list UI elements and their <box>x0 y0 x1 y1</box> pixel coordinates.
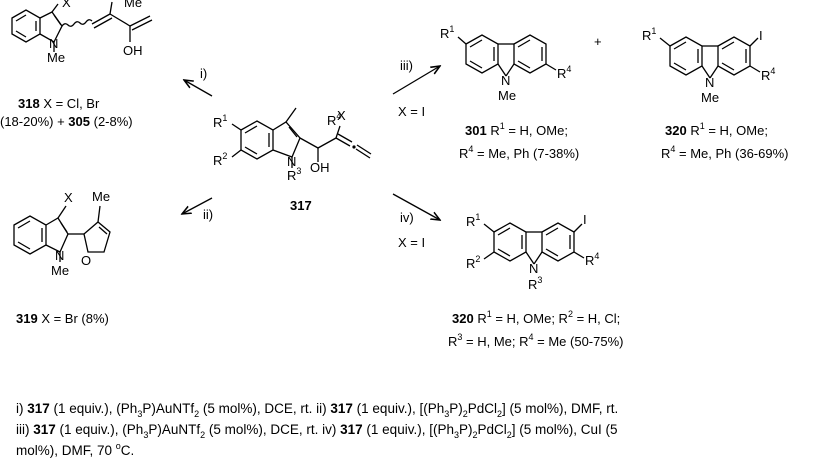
structure-317 <box>231 107 372 168</box>
atom-n: N <box>49 36 58 51</box>
atom-n: N <box>705 75 714 90</box>
arrow-iii <box>392 66 440 95</box>
conditions-line-2: iii) 317 (1 equiv.), (Ph3P)AuNTf2 (5 mol… <box>16 422 618 440</box>
label-319: 319 X = Br (8%) <box>16 311 109 326</box>
atom-n: N <box>55 248 64 263</box>
atom-me: Me <box>498 88 516 103</box>
atom-o: O <box>81 253 91 268</box>
atom-x: X <box>64 190 73 205</box>
atom-r3: R3 <box>528 275 542 292</box>
arrow-label-i: i) <box>200 66 207 81</box>
atom-r4: R4 <box>761 66 775 83</box>
atom-i: I <box>759 28 763 43</box>
label-317: 317 <box>290 198 312 213</box>
atom-r2: R2 <box>213 151 227 168</box>
label-318: 318 X = Cl, Br <box>18 96 100 111</box>
label-320-bottom-line2: R3 = H, Me; R4 = Me (50-75%) <box>448 332 623 349</box>
label-320-top-r4: R4 = Me, Ph (36-69%) <box>661 144 788 161</box>
atom-oh: OH <box>310 160 330 175</box>
atom-r4: R4 <box>327 111 341 128</box>
atom-r1: R1 <box>440 24 454 41</box>
structure-319 <box>13 205 111 262</box>
atom-i: I <box>583 212 587 227</box>
atom-r1: R1 <box>213 113 227 130</box>
structure-320-iodo <box>659 36 761 79</box>
atom-oh: OH <box>123 43 143 58</box>
label-320-top: 320 R1 = H, OMe; <box>665 121 768 138</box>
label-301-r4: R4 = Me, Ph (7-38%) <box>459 144 579 161</box>
label-320-bottom: 320 R1 = H, OMe; R2 = H, Cl; <box>452 309 620 326</box>
arrow-cond-iv: X = I <box>398 235 425 250</box>
atom-r4: R4 <box>585 251 599 268</box>
atom-r2: R2 <box>466 254 480 271</box>
conditions-line-3: mol%), DMF, 70 oC. <box>16 441 134 458</box>
arrow-iv <box>392 193 440 220</box>
label-318-yield: (18-20%) + 305 (2-8%) <box>0 114 133 129</box>
atom-me: Me <box>92 189 110 204</box>
atom-n: N <box>501 73 510 88</box>
structure-301 <box>457 34 557 77</box>
arrow-label-iv: iv) <box>400 210 414 225</box>
structure-318 <box>11 1 153 52</box>
atom-me: Me <box>51 263 69 278</box>
arrow-ii <box>182 197 213 214</box>
arrow-cond-iii: X = I <box>398 104 425 119</box>
plus-sign: + <box>594 34 602 49</box>
arrow-i <box>184 80 213 97</box>
atom-n: N <box>287 154 296 169</box>
atom-r3: R3 <box>287 166 301 183</box>
atom-x: X <box>62 0 71 10</box>
arrow-label-ii: ii) <box>203 207 213 222</box>
structure-320-nh <box>483 222 585 265</box>
conditions-line-1: i) 317 (1 equiv.), (Ph3P)AuNTf2 (5 mol%)… <box>16 401 618 419</box>
atom-me: Me <box>47 50 65 65</box>
label-301: 301 R1 = H, OMe; <box>465 121 568 138</box>
atom-r4: R4 <box>557 64 571 81</box>
atom-me: Me <box>124 0 142 10</box>
atom-x: X <box>337 108 346 123</box>
arrow-label-iii: iii) <box>400 58 413 73</box>
atom-r1: R1 <box>642 26 656 43</box>
atom-n: N <box>529 261 538 276</box>
atom-r1: R1 <box>466 212 480 229</box>
atom-me: Me <box>701 90 719 105</box>
